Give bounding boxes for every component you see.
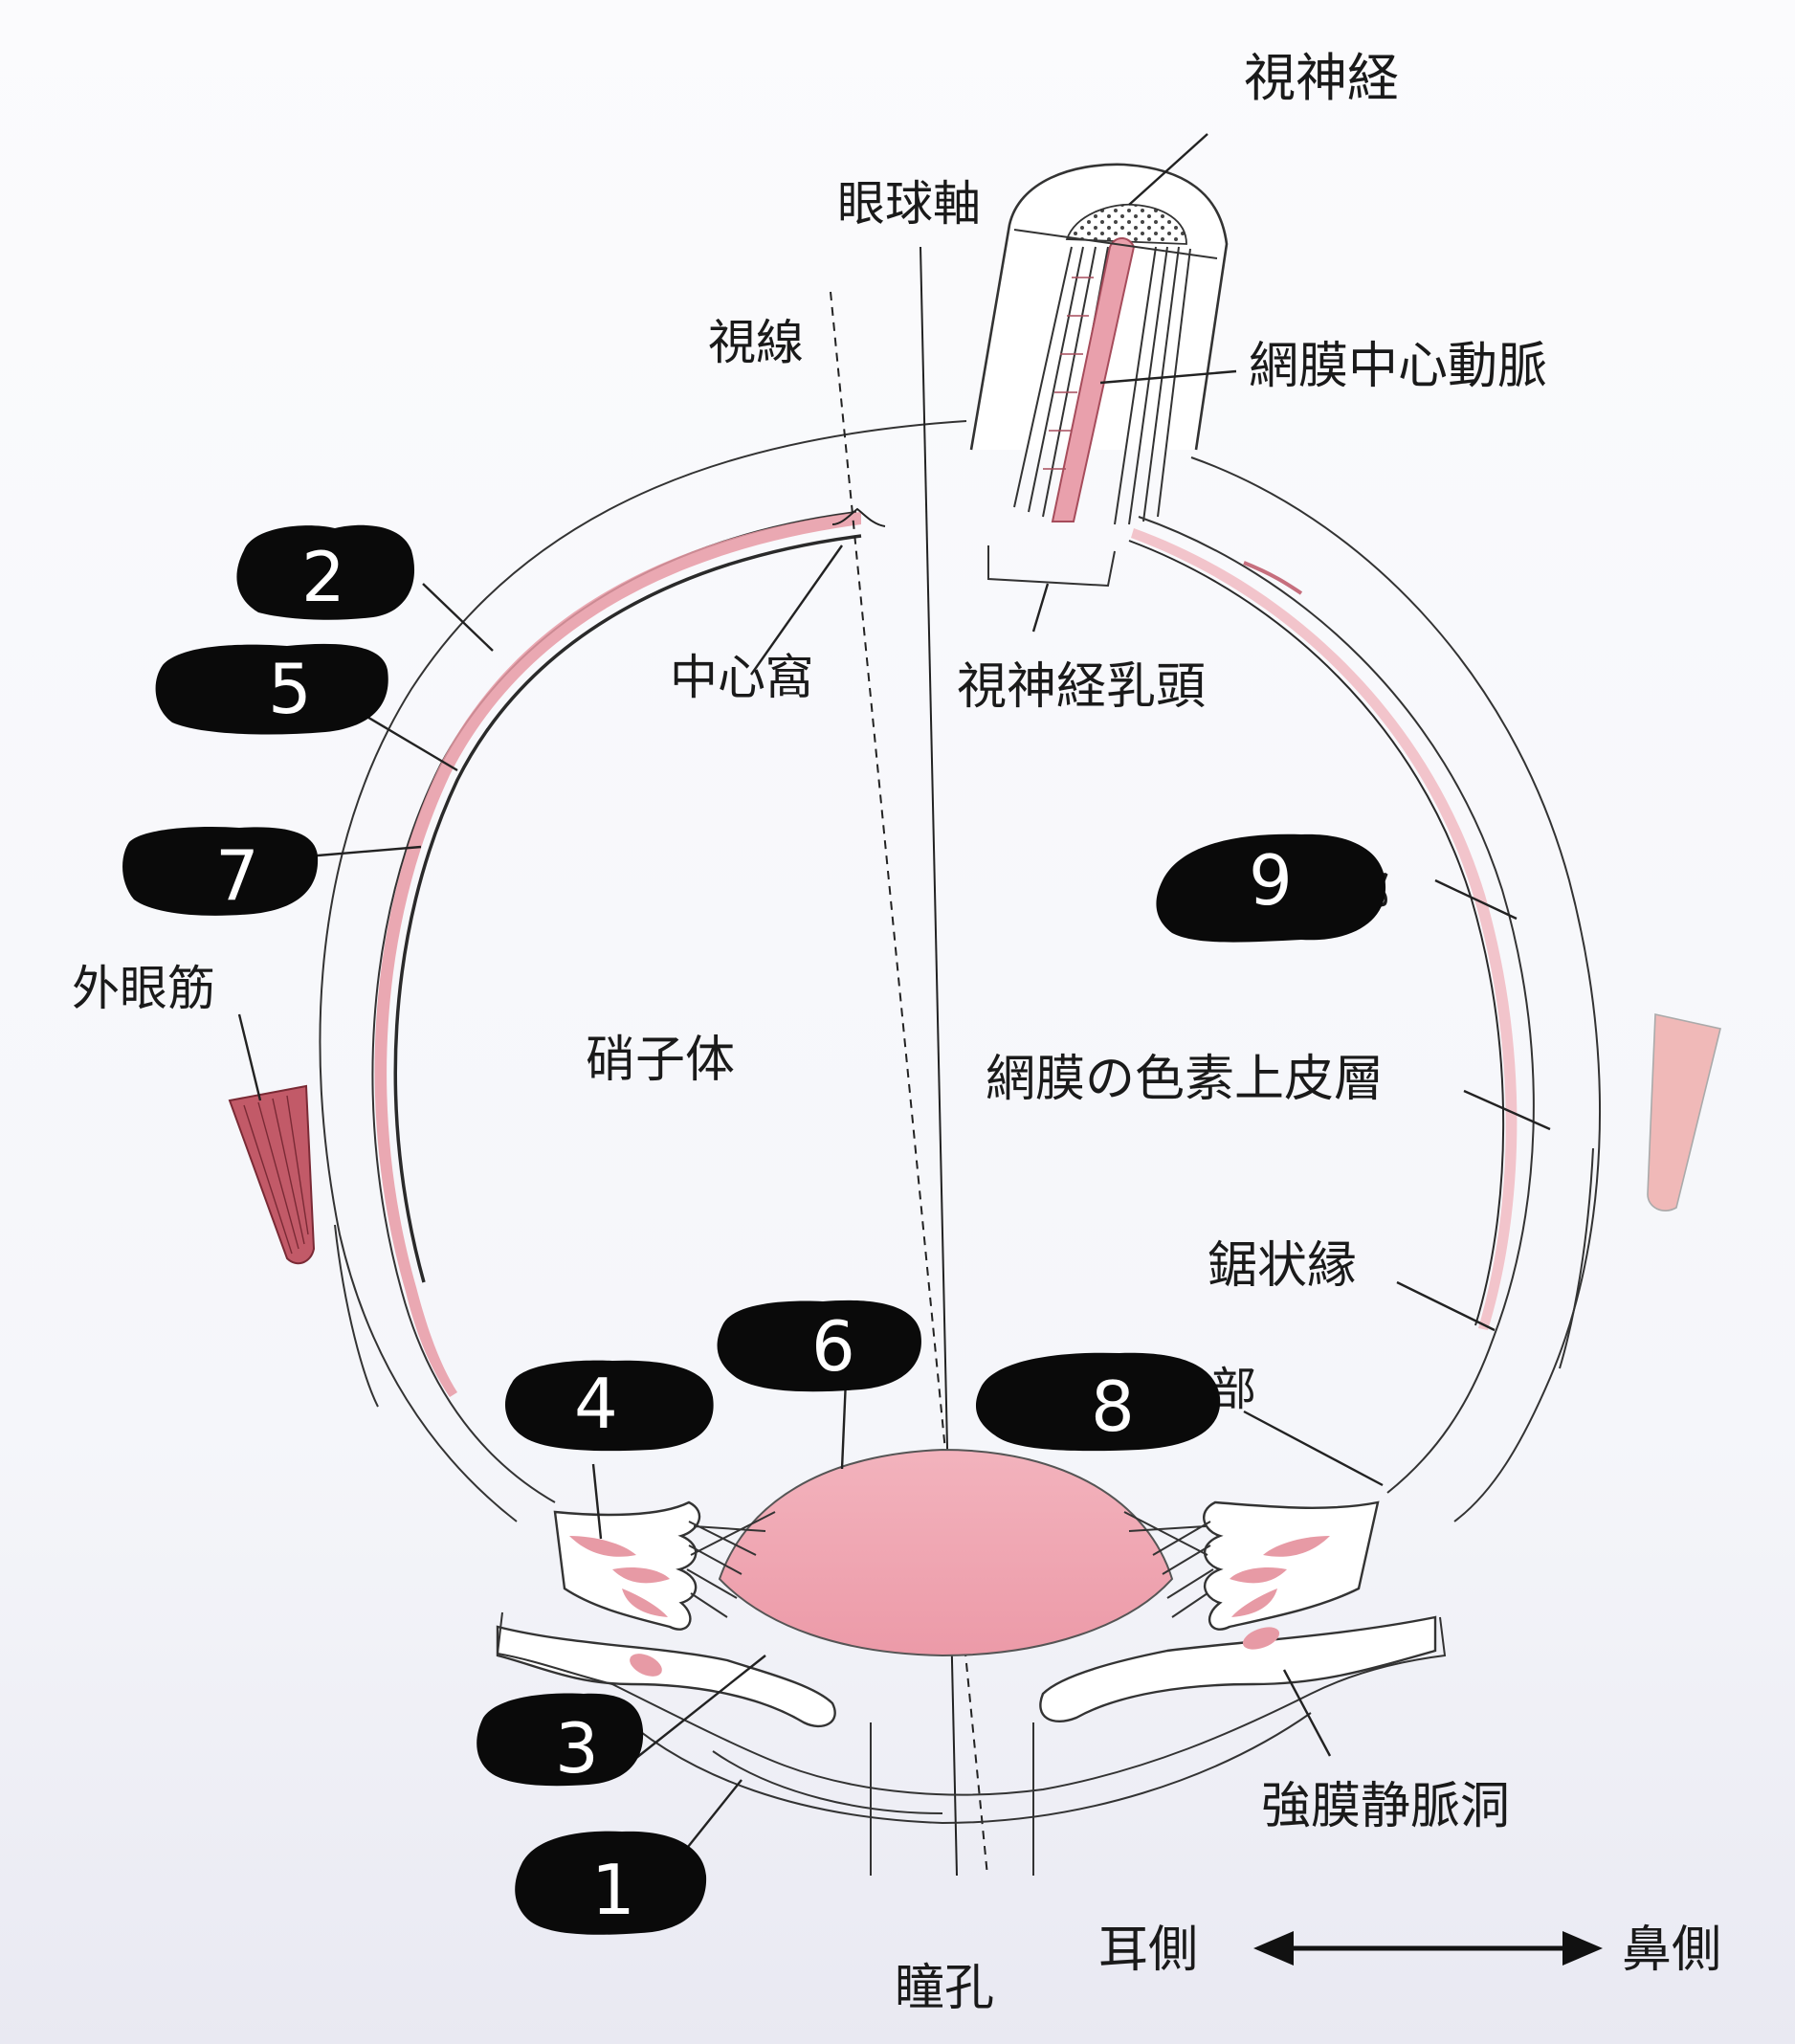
- svg-text:5: 5: [268, 649, 312, 729]
- retina-choroid-band: [374, 507, 1518, 1397]
- label-nasal-side: 鼻側: [1622, 1922, 1721, 1979]
- mask-5: 5: [155, 643, 388, 735]
- label-ora-serrata: 鋸状縁: [1208, 1237, 1357, 1295]
- leader-lines: [237, 133, 1551, 1853]
- svg-text:8: 8: [1091, 1366, 1135, 1447]
- label-pupil: 瞳孔: [895, 1960, 994, 2017]
- labels: 視神経 眼球軸 視線 網膜中心動脈 中心窩 視神経乳頭 硝子体 網膜の色素上皮層…: [72, 48, 1721, 2017]
- label-eye-axis: 眼球軸: [837, 176, 981, 232]
- label-optic-nerve: 視神経: [1244, 48, 1399, 108]
- mask-9: 9: [1156, 833, 1386, 943]
- label-temporal-side: 耳側: [1098, 1922, 1198, 1979]
- mask-4: 4: [505, 1360, 714, 1452]
- label-vitreous: 硝子体: [586, 1032, 735, 1089]
- answer-masks: 2 5 7 9 6 4 8 3: [122, 524, 1386, 1935]
- label-scleral-venous-sinus: 強膜静脈洞: [1261, 1778, 1510, 1835]
- svg-text:1: 1: [591, 1850, 635, 1930]
- svg-text:4: 4: [574, 1364, 618, 1444]
- mask-6: 6: [717, 1300, 921, 1392]
- svg-text:6: 6: [811, 1306, 855, 1387]
- label-central-retinal-artery: 網膜中心動脈: [1249, 338, 1547, 395]
- svg-text:2: 2: [301, 537, 345, 617]
- svg-text:3: 3: [555, 1708, 599, 1788]
- svg-text:7: 7: [215, 835, 259, 916]
- mask-7: 7: [122, 826, 319, 916]
- ciliary-body-left: [496, 1500, 836, 1728]
- label-optic-disc: 視神経乳頭: [957, 658, 1206, 716]
- mask-8: 8: [975, 1352, 1221, 1452]
- label-fovea: 中心窩: [670, 650, 813, 705]
- extraocular-muscle-left: [228, 1084, 316, 1265]
- mask-2: 2: [236, 524, 415, 620]
- cornea: [496, 1611, 1447, 1876]
- mask-3: 3: [476, 1693, 644, 1788]
- direction-arrow: [1253, 1931, 1603, 1966]
- label-retinal-pigment-epithelium: 網膜の色素上皮層: [986, 1051, 1384, 1108]
- ciliary-body-right: [1039, 1500, 1437, 1722]
- lens: [718, 1448, 1174, 1657]
- extraocular-muscle-right: [1647, 1013, 1721, 1211]
- mask-1: 1: [515, 1831, 707, 1935]
- visual-line: [830, 291, 988, 1877]
- label-visual-line: 視線: [708, 315, 804, 370]
- label-extraocular-muscle: 外眼筋: [72, 961, 215, 1016]
- svg-text:9: 9: [1249, 840, 1293, 921]
